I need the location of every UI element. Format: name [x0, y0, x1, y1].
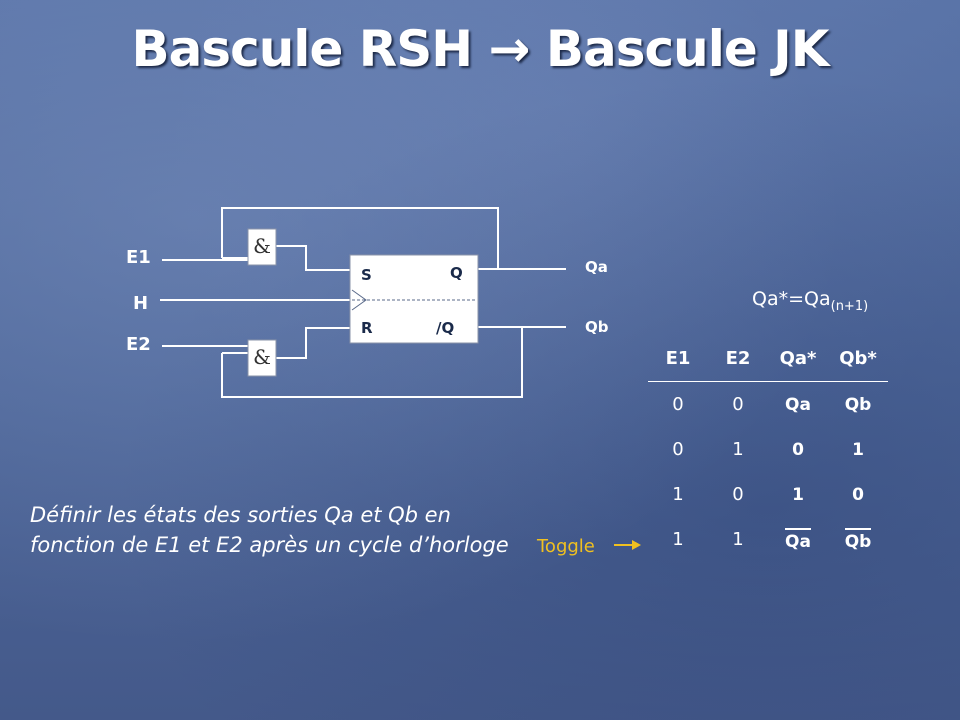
table-row: 0 1 0 1 [648, 427, 888, 472]
e2-label: E2 [126, 334, 151, 355]
e1-label: E1 [126, 247, 151, 268]
table-row: 1 0 1 0 [648, 472, 888, 517]
s-wire [276, 245, 350, 271]
table-row: 0 0 Qa Qb [648, 382, 888, 428]
truth-table-header: E1 E2 Qa* Qb* [648, 336, 888, 382]
instruction-text: Définir les états des sorties Qa et Qb e… [30, 503, 509, 557]
flipflop-r-label: R [361, 319, 373, 337]
cell-qa-star: Qa [768, 517, 828, 562]
r-wire [276, 327, 350, 359]
formula-main: Qa*=Qa [752, 288, 831, 310]
header-e2: E2 [708, 336, 768, 382]
title-left: Bascule RSH [131, 20, 473, 78]
flipflop-s-label: S [361, 266, 372, 284]
bottom-gate-symbol: & [253, 345, 271, 369]
cell-qa-star: 0 [792, 439, 804, 460]
h-label: H [133, 293, 148, 314]
rsh-flipflop [349, 254, 479, 344]
header-qa-star: Qa* [768, 336, 828, 382]
flipflop-q-label: Q [450, 264, 463, 282]
truth-table: E1 E2 Qa* Qb* 0 0 Qa Qb 0 1 0 1 1 0 1 0 … [648, 336, 888, 562]
cell-qb-star: Qb [844, 394, 872, 415]
qa-output-label: Qa [585, 258, 608, 276]
cell-e1: 1 [672, 529, 684, 550]
qb-output-label: Qb [585, 318, 609, 336]
arrow-icon: → [488, 20, 531, 78]
top-gate-symbol: & [253, 234, 271, 258]
flipflop-qbar-label: /Q [436, 319, 454, 337]
header-e1: E1 [648, 336, 708, 382]
title-right: Bascule JK [545, 20, 830, 78]
slide-title: Bascule RSH → Bascule JK [0, 20, 960, 78]
top-and-gate [247, 228, 277, 266]
table-row: 1 1 Qa Qb [648, 517, 888, 562]
bottom-feedback-wire [221, 327, 523, 398]
toggle-label: Toggle [537, 536, 595, 557]
cell-qa-star: 1 [792, 484, 804, 505]
cell-e2: 1 [732, 439, 744, 460]
formula-subscript: (n+1) [830, 298, 869, 314]
toggle-arrow-icon [614, 540, 641, 550]
cell-qb-star: 1 [852, 439, 864, 460]
transition-formula: Qa*=Qa(n+1) [752, 288, 868, 314]
cell-e1: 0 [672, 394, 684, 415]
cell-e2: 0 [732, 484, 744, 505]
cell-e1: 1 [672, 484, 684, 505]
cell-e1: 0 [672, 439, 684, 460]
header-qb-star: Qb* [828, 336, 888, 382]
qb-complement: Qb [844, 527, 872, 552]
bottom-and-gate [247, 339, 277, 377]
clock-icon [351, 289, 367, 311]
cell-e2: 1 [732, 529, 744, 550]
qa-complement: Qa [785, 527, 811, 552]
cell-e2: 0 [732, 394, 744, 415]
top-feedback-wire [221, 207, 499, 269]
cell-qb-star: 0 [852, 484, 864, 505]
cell-qa-star: Qa [785, 394, 811, 415]
cell-qb-star: Qb [828, 517, 888, 562]
